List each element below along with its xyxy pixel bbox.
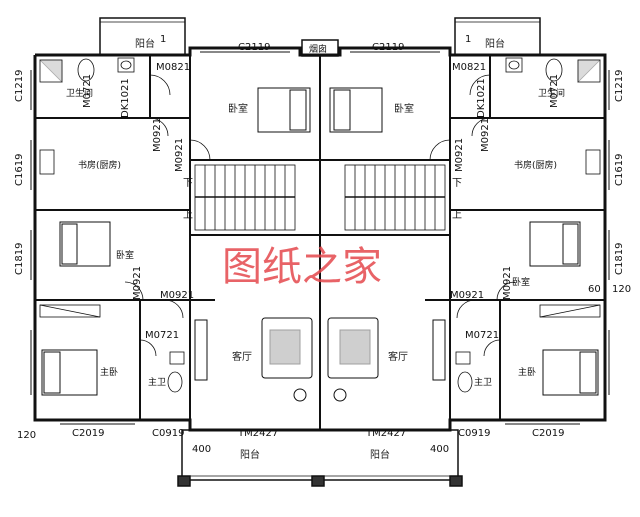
- stair-down-left: 下: [183, 178, 193, 189]
- code-m0721-top-right: M0721: [549, 74, 560, 108]
- stair-right: [344, 164, 446, 231]
- label-master-right: 主卧: [518, 366, 536, 378]
- dim-400-right: 400: [430, 444, 449, 455]
- label-balcony-bottom-right: 阳台: [370, 448, 390, 461]
- code-c1819-right: C1819: [614, 243, 625, 275]
- bath-fixtures: [39, 57, 601, 393]
- bed-mid-right: [529, 221, 581, 267]
- label-bathroom-right: 卫生间: [538, 87, 565, 99]
- label-balcony-top-right: 阳台: [485, 37, 505, 50]
- dim-120-left: 120: [17, 430, 36, 441]
- code-m0821-left: M0821: [156, 62, 190, 73]
- code-m0821-right: M0821: [452, 62, 486, 73]
- stair-left: [194, 164, 296, 231]
- interior-walls-left: [35, 55, 320, 420]
- label-living-right: 客厅: [388, 350, 408, 363]
- tv-cabinets: [194, 319, 446, 381]
- label-bedroom-top-left: 卧室: [228, 102, 248, 115]
- study-sinks: [39, 149, 601, 175]
- label-balcony-top-left: 阳台: [135, 37, 155, 50]
- code-c1619-left: C1619: [14, 154, 25, 186]
- code-tm2427-right: TM2427: [365, 428, 406, 439]
- bed-top-left: [257, 87, 311, 133]
- sofa-set-left: [261, 317, 313, 402]
- label-balcony-bottom-left: 阳台: [240, 448, 260, 461]
- code-m0721-bottom-left: M0721: [145, 330, 179, 341]
- wardrobes: [39, 304, 601, 318]
- code-dk1021-left: DK1021: [120, 78, 131, 118]
- code-m0921-c-right: M0921: [502, 266, 513, 300]
- label-master-bath-left: 主卫: [148, 376, 166, 388]
- stair-up-left: 上: [183, 209, 193, 221]
- interior-walls-right: [320, 55, 605, 420]
- flue-box: [301, 39, 339, 57]
- dim-60: 60: [588, 284, 601, 295]
- label-study-left: 书房(厨房): [78, 159, 121, 171]
- code-m0921-d-right: M0921: [450, 290, 484, 301]
- label-bedroom-mid-left: 卧室: [116, 249, 134, 261]
- code-c0919-right: C0919: [458, 428, 490, 439]
- dim-1-right: 1: [465, 34, 471, 45]
- dim-1-left: 1: [160, 34, 166, 45]
- label-bedroom-mid-right: 卧室: [512, 276, 530, 288]
- bed-top-right: [329, 87, 383, 133]
- code-c1219-right: C1219: [614, 70, 625, 102]
- code-m0921-b-left: M0921: [174, 138, 185, 172]
- code-c1219-left: C1219: [14, 70, 25, 102]
- dim-400-left: 400: [192, 444, 211, 455]
- code-c1619-right: C1619: [614, 154, 625, 186]
- label-flue: 烟囱: [309, 43, 327, 55]
- code-c0919-left: C0919: [152, 428, 184, 439]
- code-m0921-c-left: M0921: [132, 266, 143, 300]
- bed-mid-left: [59, 221, 111, 267]
- code-c2119-left: C2119: [238, 42, 270, 53]
- code-m0921-a-right: M0921: [480, 118, 491, 152]
- code-c2119-right: C2119: [372, 42, 404, 53]
- code-c1819-left: C1819: [14, 243, 25, 275]
- label-master-left: 主卧: [100, 366, 118, 378]
- balcony-top-right: [454, 17, 541, 56]
- dim-120-right: 120: [612, 284, 631, 295]
- bed-master-right: [542, 349, 599, 396]
- code-tm2427-left: TM2427: [237, 428, 278, 439]
- code-c2019-left: C2019: [72, 428, 104, 439]
- code-m0921-b-right: M0921: [454, 138, 465, 172]
- code-m0921-a-left: M0921: [152, 118, 163, 152]
- bed-master-left: [41, 349, 98, 396]
- label-master-bath-right: 主卫: [474, 376, 492, 388]
- code-dk1021-right: DK1021: [476, 78, 487, 118]
- sofa-set-right: [327, 317, 379, 402]
- label-bathroom-left: 卫生间: [66, 87, 93, 99]
- label-living-left: 客厅: [232, 350, 252, 363]
- balcony-top-left: [99, 17, 186, 56]
- watermark-text: 图纸之家: [222, 244, 382, 290]
- code-m0721-bottom-right: M0721: [465, 330, 499, 341]
- stair-up-right: 上: [452, 209, 462, 221]
- code-m0921-d-left: M0921: [160, 290, 194, 301]
- stair-down-right: 下: [452, 178, 462, 189]
- label-bedroom-top-right: 卧室: [394, 102, 414, 115]
- code-m0721-top-left: M0721: [82, 74, 93, 108]
- windows: [30, 51, 610, 425]
- door-swings: [124, 74, 516, 357]
- balcony-bottom: [177, 429, 463, 487]
- label-study-right: 书房(厨房): [514, 159, 557, 171]
- code-c2019-right: C2019: [532, 428, 564, 439]
